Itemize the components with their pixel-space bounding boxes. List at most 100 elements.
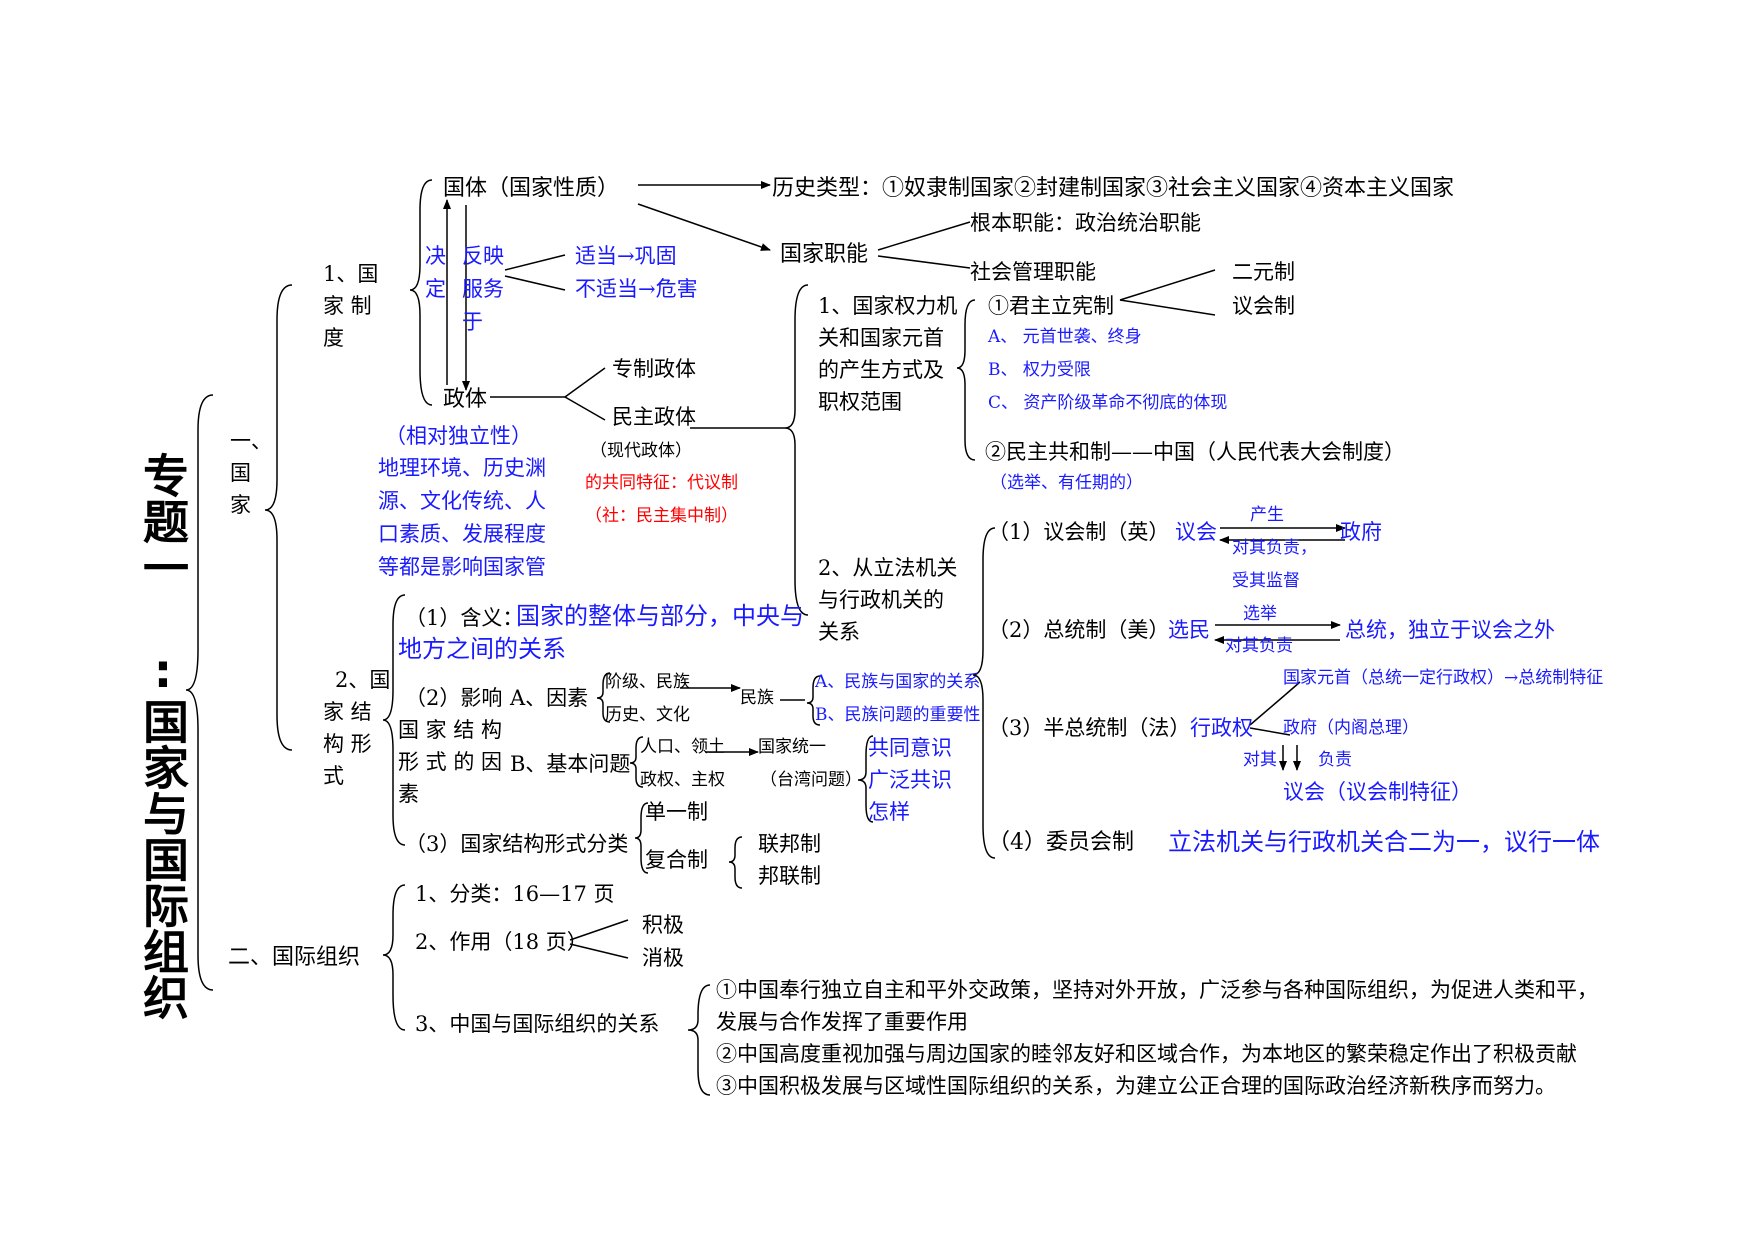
quanli-h1: 1、国家权力机 [818,294,958,318]
zhengti-node: 政体 [443,387,488,412]
bushidang: 不适当→危害 [575,277,698,301]
yingxiang-label-3: 形 式 的 因 [398,750,503,774]
fuwu-2: 于 [462,310,483,334]
gongtong-yishi: 共同意识 [868,736,952,760]
xiangdui-duli: （相对独立性） [385,424,532,448]
banzongtong-zhengfu: 政府（内阁总理） [1283,718,1419,738]
lifa-h1: 2、从立法机关 [818,556,958,580]
jueding-2: 定 [425,277,446,301]
yihuizhi-fuze: 对其负责， [1232,538,1317,558]
label-zhidu-1: 1、国 [323,262,379,286]
weiyuanhui-desc: 立法机关与行政机关合二为一，议行一体 [1168,828,1600,856]
brace-fuhe [728,836,743,889]
lishi-wenhua: 历史、文化 [605,705,690,725]
yihuizhi-yihui: 议会 [1175,520,1217,544]
label-jiegou-1: 2、国 [335,668,391,692]
banzongtong-yuanshou: 国家元首（总统一定行政权）→总统制特征 [1283,668,1604,688]
yingxiang-label-2: 国 家 结 构 [398,718,503,742]
guoji-jiji: 积极 [642,913,684,937]
she-minzhu-jizhong: （社：民主集中制） [585,506,738,526]
banzongtong-duiqi: 对其 [1243,750,1277,770]
fuwu-1: 服务 [462,277,504,301]
brace-jiegou [382,594,406,846]
shehui-guanli: 社会管理职能 [970,260,1096,284]
zongtongzhi-xuanmin: 选民 [1168,618,1210,642]
guoji-zuoyong: 2、作用（18 页） [415,930,588,954]
zhuanzhi-zhengti: 专制政体 [612,357,696,381]
guangfan-gongshi: 广泛共识 [868,768,952,792]
yihuizhi-zhengfu: 政府 [1340,520,1382,544]
guanxi-p2: ②中国高度重视加强与周边国家的睦邻友好和区域合作，为本地区的繁荣稳定作出了积极贡… [716,1042,1577,1066]
yihuizhi-jiandu: 受其监督 [1232,571,1300,591]
danyi-zhi: 单一制 [645,800,708,824]
lifa-h2: 与行政机关的 [818,588,944,612]
guanxi-p1a: ①中国奉行独立自主和平外交政策，坚持对外开放，广泛参与各种国际组织，为促进人类和… [716,978,1598,1002]
banzongtong-label: （3）半总统制（法） [988,716,1191,740]
brace-lifa [972,527,996,859]
yihuizhi-label: （1）议会制（英） [988,520,1170,544]
zenyang: 怎样 [868,800,910,824]
xiandai-zhengti: （现代政体） [590,441,692,461]
banzongtong-yihui: 议会（议会制特征） [1283,780,1472,804]
minzu-guojia-guanxi: A、民族与国家的关系 [815,672,981,692]
gongtong-tezheng: 的共同特征：代议制 [585,473,738,493]
banglian-zhi: 邦联制 [758,864,821,888]
lifa-h3: 关系 [818,620,860,644]
jueding-1: 决 [425,244,446,268]
minzhu-gonghe: ②民主共和制——中国（人民代表大会制度） [985,440,1405,464]
shidang: 适当→巩固 [575,244,677,268]
zongtongzhi-label: （2）总统制（美） [988,618,1170,642]
guoji-xiaoji: 消极 [642,946,684,970]
guojia-zhineng: 国家职能 [780,242,869,267]
junzhu-c: C、 资产阶级革命不彻底的体现 [988,393,1228,413]
brace-guojia [264,284,293,751]
brace-quanli [956,299,976,461]
lishi-leixing: 历史类型：①奴隶制国家②封建制国家③社会主义国家④资本主义国家 [772,176,1455,201]
yingxiang-label-1: （2）影响 [405,686,503,710]
zongtongzhi-xuanju: 选举 [1243,604,1277,624]
label-zhidu-3: 度 [323,326,344,350]
taiwan-wenti: （台湾问题） [760,770,862,790]
fuhe-zhi: 复合制 [645,848,708,872]
quanli-h4: 职权范围 [818,390,902,414]
quanli-h2: 关和国家元首 [818,326,944,350]
lianbang-zhi: 联邦制 [758,832,821,856]
yingxiang-1: 地理环境、历史渊 [378,456,546,480]
a-yinsu: A、因素 [510,686,589,710]
xuanju-renqi: （选举、有任期的） [990,473,1143,493]
weiyuanhui-label: （4）委员会制 [988,830,1134,855]
minzu-wenti: B、民族问题的重要性 [815,705,981,725]
brace-fenlei [634,802,649,874]
yingxiang-4: 等都是影响国家管 [378,555,546,579]
quanli-h3: 的产生方式及 [818,358,944,382]
label-jiegou-2: 家 结 [323,700,372,724]
section-guoji: 二、国际组织 [228,945,361,970]
yingxiang-3: 口素质、发展程度 [378,522,546,546]
b-jiben-wenti: B、基本问题 [510,752,631,776]
guoji-guanxi: 3、中国与国际组织的关系 [415,1012,660,1036]
junzhu-lixian: ①君主立宪制 [988,294,1114,318]
label-jiegou-4: 式 [323,764,344,788]
hanyi-label: （1）含义： [405,606,524,630]
hanyi-1: 国家的整体与部分，中央与 [516,602,804,630]
minzu-node: 民族 [740,688,774,708]
brace-gongshi [857,735,874,823]
banzongtong-xingzheng: 行政权 [1190,716,1253,740]
brace-ayinsu [596,672,611,723]
fanying: 反映 [462,244,504,268]
yingxiang-2: 源、文化传统、人 [378,489,546,513]
brace-zhidu [409,179,433,406]
brace-bjiben [629,736,644,788]
guojia-tongyi: 国家统一 [758,737,826,757]
minzhu-zhengti: 民主政体 [612,405,696,429]
junzhu-b: B、 权力受限 [988,360,1091,380]
guoji-fenlei: 1、分类：16—17 页 [415,882,615,906]
guanxi-p3: ③中国积极发展与区域性国际组织的关系，为建立公正合理的国际政治经济新秩序而努力。 [716,1074,1556,1098]
junzhu-a: A、 元首世袭、终身 [988,327,1142,347]
guanxi-p1b: 发展与合作发挥了重要作用 [716,1010,968,1034]
hanyi-2: 地方之间的关系 [398,635,566,663]
zongtongzhi-zongtong: 总统，独立于议会之外 [1345,618,1555,642]
zhengquan-zhuquan: 政权、主权 [640,770,725,790]
brace-minzu [806,675,821,726]
